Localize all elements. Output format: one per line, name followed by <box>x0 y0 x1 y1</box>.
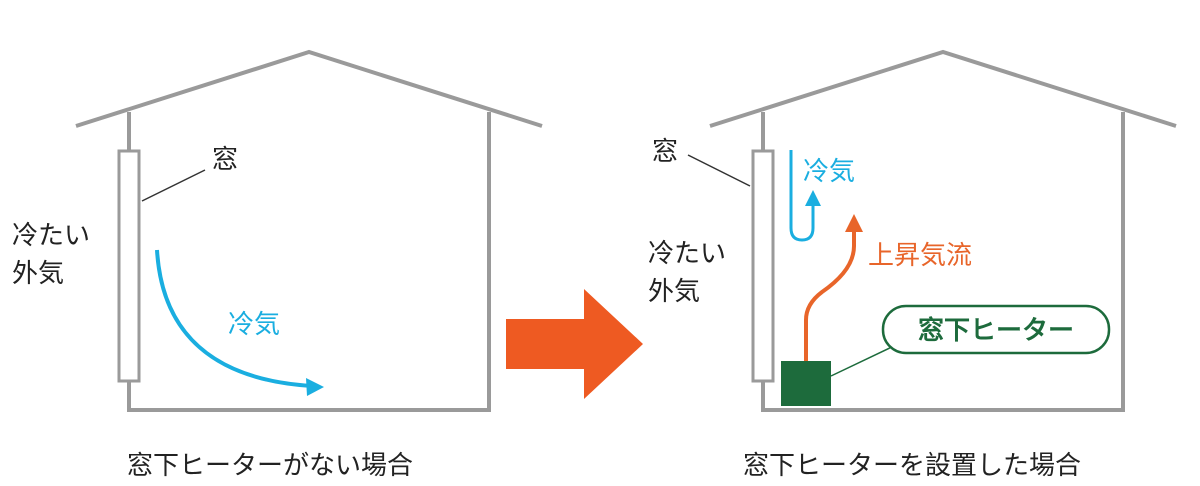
left-outside-label-line1: 冷たい <box>12 221 90 251</box>
left-house-roof <box>75 49 543 128</box>
heater-label: 窓下ヒーター <box>918 315 1074 346</box>
right-house: 窓 冷たい 外気 冷気 上昇気流 窓下ヒーター <box>648 49 1177 412</box>
right-updraft-arrowhead <box>845 214 863 232</box>
right-outside-label-line2: 外気 <box>648 277 700 307</box>
right-arrow-icon <box>506 289 643 399</box>
right-cold-air-arrow <box>789 150 815 242</box>
right-updraft-arrow <box>804 232 856 361</box>
left-cold-air-label: 冷気 <box>228 310 280 340</box>
right-caption: 窓下ヒーターを設置した場合 <box>743 451 1081 481</box>
right-window <box>751 149 775 383</box>
left-window-label: 窓 <box>212 145 238 175</box>
left-window-leader-line <box>141 169 206 202</box>
left-house: 窓 冷たい 外気 冷気 <box>12 49 543 412</box>
left-cold-air-arrowhead <box>306 378 324 396</box>
left-house-walls <box>127 112 491 412</box>
left-outside-label-line2: 外気 <box>12 259 64 289</box>
right-house-roof <box>709 49 1177 128</box>
right-updraft-label: 上昇気流 <box>868 241 972 271</box>
right-window-label: 窓 <box>652 137 678 167</box>
right-cold-air-label: 冷気 <box>803 157 855 187</box>
left-cold-air-arrow <box>155 249 313 388</box>
right-cold-air-arrowhead <box>805 190 821 206</box>
left-window <box>117 149 141 383</box>
right-outside-label-line1: 冷たい <box>648 239 726 269</box>
heater-label-box <box>881 304 1111 355</box>
right-window-leader-line <box>687 154 751 187</box>
heater-leader-line <box>830 344 897 377</box>
window-heater <box>781 361 831 406</box>
left-caption: 窓下ヒーターがない場合 <box>127 451 413 481</box>
